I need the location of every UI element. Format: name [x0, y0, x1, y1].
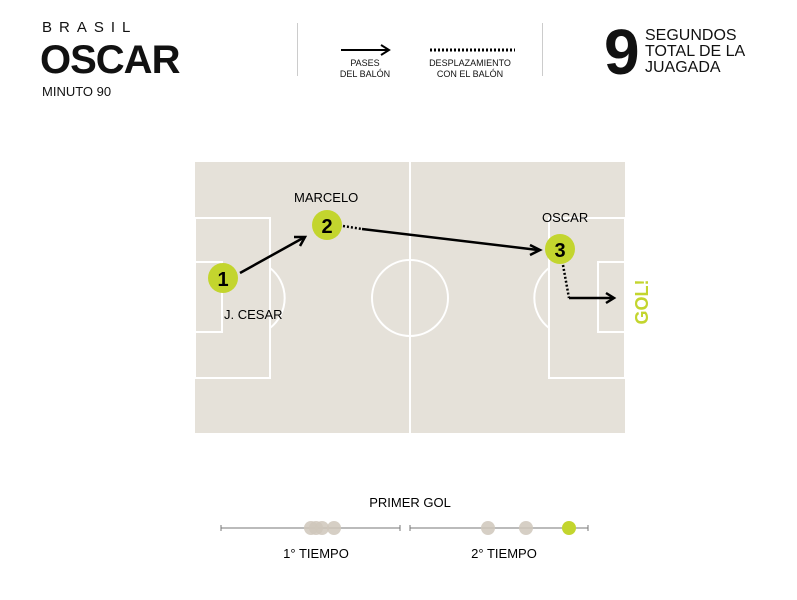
player-2: 2 — [312, 210, 342, 240]
goal-dot — [327, 521, 341, 535]
goal-dot-highlight — [562, 521, 576, 535]
svg-text:3: 3 — [554, 240, 565, 262]
seconds-number: 9 — [604, 16, 640, 88]
player-name: OSCAR — [40, 38, 180, 82]
player-3-name: OSCAR — [542, 210, 588, 225]
goal-dot — [481, 521, 495, 535]
player-1-name: J. CESAR — [224, 307, 283, 322]
timeline-title: PRIMER GOL — [369, 495, 451, 510]
first-half-label: 1° TIEMPO — [283, 546, 349, 561]
goal-label: GOL! — [632, 280, 652, 325]
divider — [297, 23, 298, 76]
player-3: 3 — [545, 234, 575, 264]
minute: MINUTO 90 — [42, 84, 112, 99]
carry-2 — [342, 224, 363, 231]
player-2-name: MARCELO — [294, 190, 358, 205]
divider — [542, 23, 543, 76]
goal-dot — [519, 521, 533, 535]
svg-text:1: 1 — [217, 269, 228, 291]
pass-1-2 — [239, 236, 304, 275]
goal-dot — [315, 521, 329, 535]
player-1: 1 — [208, 263, 238, 293]
carry-3 — [561, 264, 571, 299]
svg-text:2: 2 — [321, 216, 332, 238]
team-name: BRASIL — [42, 19, 138, 36]
second-half-label: 2° TIEMPO — [471, 546, 537, 561]
pass-2-3 — [361, 227, 539, 252]
legend-lines — [341, 44, 515, 56]
